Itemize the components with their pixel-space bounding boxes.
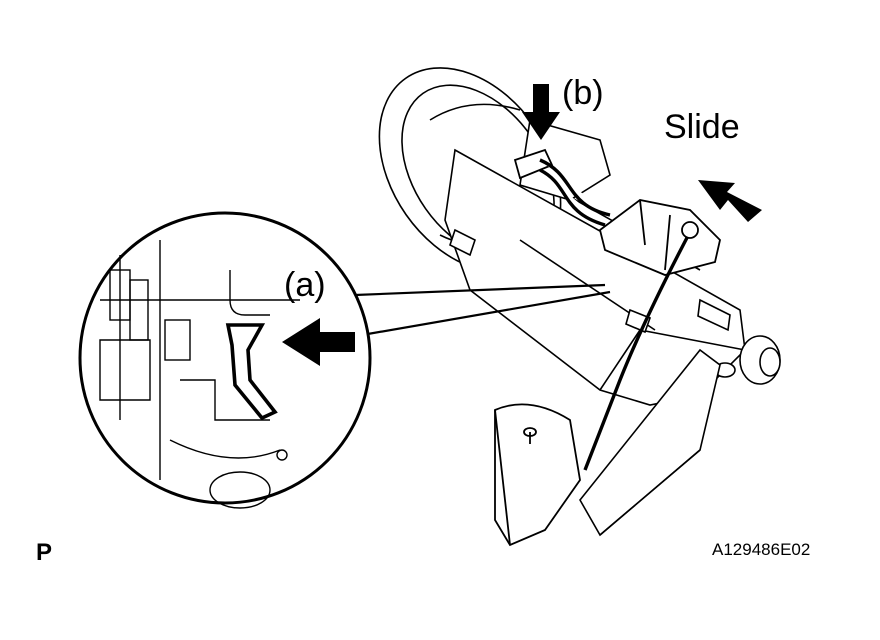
latch-highlight — [225, 323, 278, 421]
arrow-slide — [698, 180, 762, 222]
slide-label: Slide — [664, 108, 740, 146]
figure-code: A129486E02 — [712, 540, 811, 559]
connector-assembly — [513, 148, 721, 471]
lower-bracket — [579, 348, 721, 537]
arrow-a — [282, 318, 355, 366]
lock-housing — [494, 403, 581, 547]
callout-label-a: (a) — [284, 266, 326, 304]
detail-circle — [78, 211, 372, 509]
callout-label-b: (b) — [562, 74, 604, 112]
arrow-b — [522, 84, 560, 140]
page-mark: P — [36, 539, 53, 566]
detail-callout-lines — [354, 283, 611, 337]
column-body — [444, 118, 781, 406]
